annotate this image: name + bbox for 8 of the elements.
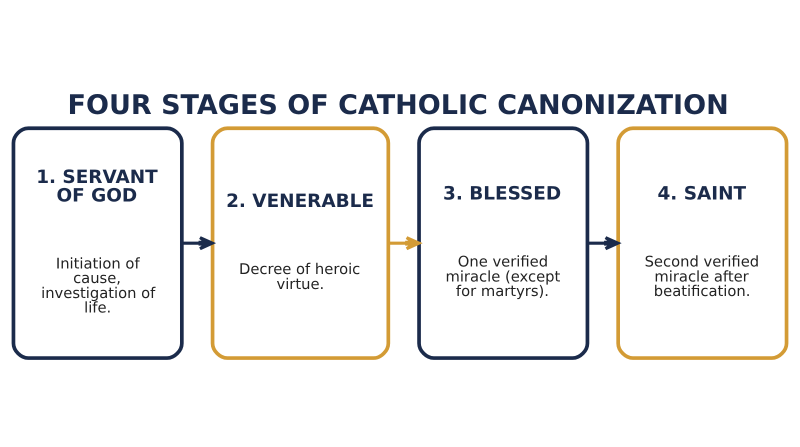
arrow xyxy=(388,236,421,250)
arrow xyxy=(182,236,214,250)
diagram-title: FOUR STAGES OF CATHOLIC CANONIZATION xyxy=(68,90,729,122)
node-box: 1. SERVANT OF GOD Initiation of cause, investigation of life. xyxy=(12,126,184,360)
node-box: 2. VENERABLE Decree of heroic virtue. xyxy=(210,126,390,360)
arrow xyxy=(588,236,620,250)
node-box: 4. SAINT Second verified miracle after beatification. xyxy=(616,126,788,360)
node-box: 3. BLESSED One verified miracle (except for martyrs). xyxy=(417,126,590,360)
